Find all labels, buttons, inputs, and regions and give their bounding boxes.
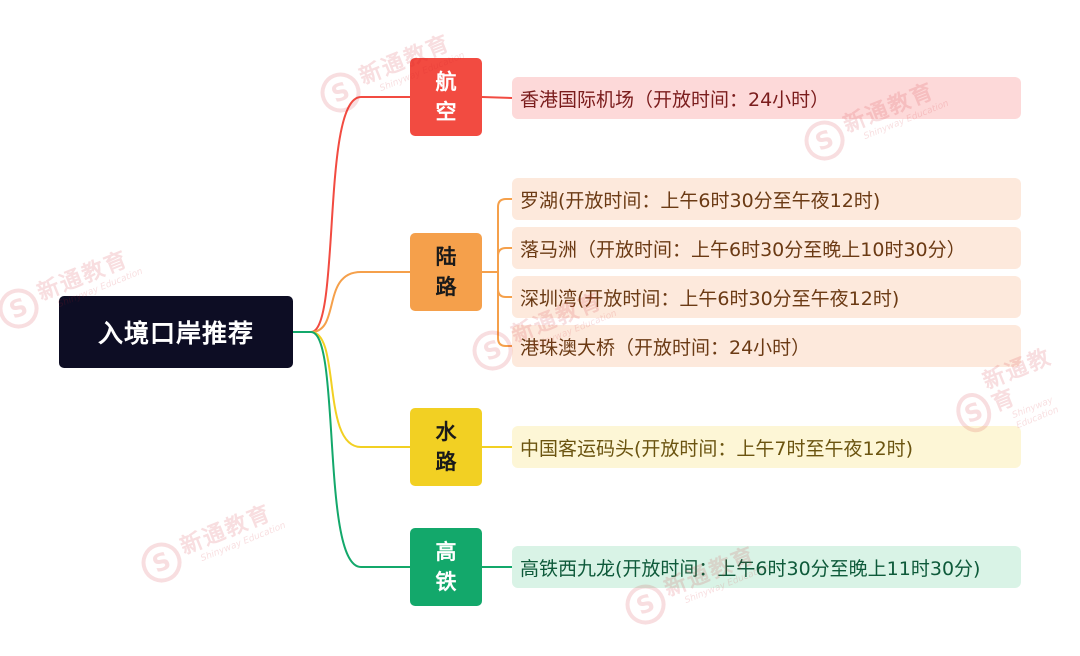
root-node[interactable]: 入境口岸推荐 bbox=[59, 296, 293, 368]
leaf-label: 落马洲（开放时间：上午6时30分至晚上10时30分） bbox=[520, 238, 966, 261]
category-to-leaf-line bbox=[497, 247, 512, 272]
leaf-hk-airport[interactable]: 香港国际机场（开放时间：24小时） bbox=[512, 77, 1021, 119]
category-air[interactable]: 航空 bbox=[410, 58, 482, 136]
category-water[interactable]: 水路 bbox=[410, 408, 482, 486]
root-label: 入境口岸推荐 bbox=[97, 319, 254, 348]
root-to-category-line bbox=[293, 331, 410, 448]
category-label: 水路 bbox=[435, 420, 457, 474]
leaf-lo-wu[interactable]: 罗湖(开放时间：上午6时30分至午夜12时) bbox=[512, 178, 1021, 220]
root-to-category-line bbox=[293, 271, 410, 333]
category-high-speed-rail[interactable]: 高铁 bbox=[410, 528, 482, 606]
leaf-west-kowloon[interactable]: 高铁西九龙(开放时间：上午6时30分至晚上11时30分) bbox=[512, 546, 1021, 588]
category-to-leaf-line bbox=[497, 198, 512, 272]
leaf-label: 深圳湾(开放时间：上午6时30分至午夜12时) bbox=[520, 287, 900, 310]
leaf-china-ferry-terminal[interactable]: 中国客运码头(开放时间：上午7时至午夜12时) bbox=[512, 426, 1021, 468]
root-to-category-line bbox=[293, 331, 410, 568]
category-land[interactable]: 陆路 bbox=[410, 233, 482, 311]
category-label: 高铁 bbox=[435, 540, 457, 594]
leaf-shenzhen-bay[interactable]: 深圳湾(开放时间：上午6时30分至午夜12时) bbox=[512, 276, 1021, 318]
leaf-label: 罗湖(开放时间：上午6时30分至午夜12时) bbox=[520, 189, 881, 212]
leaf-label: 香港国际机场（开放时间：24小时） bbox=[520, 88, 830, 111]
leaf-label: 港珠澳大桥（开放时间：24小时） bbox=[520, 336, 811, 359]
leaf-label: 中国客运码头(开放时间：上午7时至午夜12时) bbox=[520, 437, 914, 460]
category-label: 航空 bbox=[435, 70, 457, 124]
root-to-category-line bbox=[293, 96, 410, 333]
leaf-hzmb[interactable]: 港珠澳大桥（开放时间：24小时） bbox=[512, 325, 1021, 367]
leaf-label: 高铁西九龙(开放时间：上午6时30分至晚上11时30分) bbox=[520, 557, 981, 580]
category-to-leaf-line bbox=[481, 96, 513, 99]
leaf-lok-ma-chau[interactable]: 落马洲（开放时间：上午6时30分至晚上10时30分） bbox=[512, 227, 1021, 269]
category-to-leaf-line bbox=[497, 272, 512, 298]
category-label: 陆路 bbox=[435, 245, 457, 299]
category-to-leaf-line bbox=[497, 272, 512, 347]
